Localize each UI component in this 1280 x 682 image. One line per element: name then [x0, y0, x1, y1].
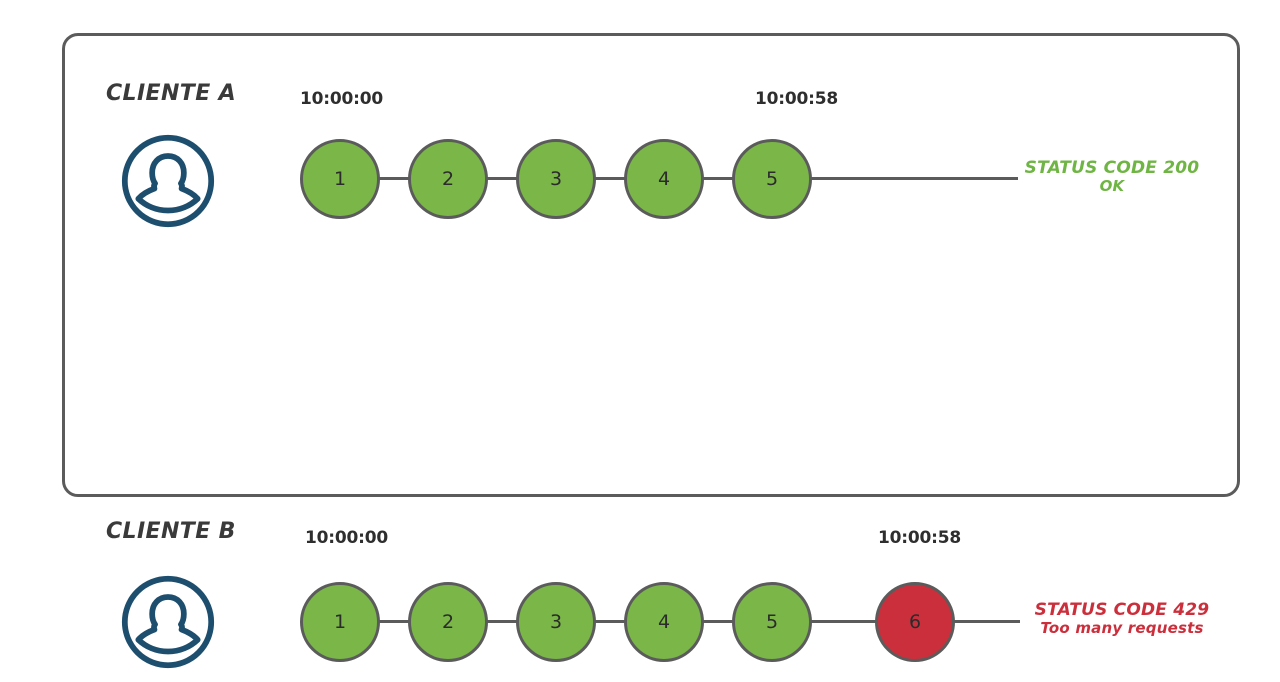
connector-b-4-5 [702, 620, 734, 623]
request-chain-a: 1 2 3 4 5 [0, 139, 1280, 239]
connector-a-2-3 [486, 177, 518, 180]
client-label-b: CLIENTE B [106, 519, 236, 544]
user-avatar-icon [120, 133, 216, 229]
status-code-a: STATUS CODE 200 [1024, 158, 1200, 178]
request-node-b-5[interactable]: 5 [732, 582, 812, 662]
connector-b-3-4 [594, 620, 626, 623]
status-badge-b: STATUS CODE 429 Too many requests [1022, 600, 1222, 638]
diagram-panel [62, 33, 1240, 497]
request-node-label: 4 [657, 168, 671, 190]
request-node-a-3[interactable]: 3 [516, 139, 596, 219]
timestamp-end-b: 10:00:58 [878, 528, 961, 548]
request-node-label: 5 [765, 168, 779, 190]
request-node-label: 2 [441, 611, 455, 633]
connector-b-2-3 [486, 620, 518, 623]
connector-a-3-4 [594, 177, 626, 180]
timestamp-start-a: 10:00:00 [300, 89, 383, 109]
request-node-b-2[interactable]: 2 [408, 582, 488, 662]
request-node-a-2[interactable]: 2 [408, 139, 488, 219]
connector-b-6-status [954, 620, 1020, 623]
request-node-label: 4 [657, 611, 671, 633]
connector-a-1-2 [378, 177, 410, 180]
request-node-label: 1 [333, 168, 347, 190]
request-node-a-5[interactable]: 5 [732, 139, 812, 219]
request-node-label: 6 [908, 611, 922, 633]
request-node-a-1[interactable]: 1 [300, 139, 380, 219]
client-label-a: CLIENTE A [106, 81, 237, 106]
status-text-a: OK [1099, 177, 1125, 196]
request-node-a-4[interactable]: 4 [624, 139, 704, 219]
request-node-label: 5 [765, 611, 779, 633]
status-code-b: STATUS CODE 429 [1034, 600, 1210, 620]
diagram-canvas: CLIENTE A 10:00:00 10:00:58 1 2 3 4 5 ST… [0, 33, 1280, 669]
request-node-b-1[interactable]: 1 [300, 582, 380, 662]
request-node-label: 3 [549, 611, 563, 633]
status-badge-a: STATUS CODE 200 OK [1022, 158, 1202, 196]
connector-b-1-2 [378, 620, 410, 623]
status-text-b: Too many requests [1040, 619, 1204, 638]
request-node-b-4[interactable]: 4 [624, 582, 704, 662]
request-node-b-3[interactable]: 3 [516, 582, 596, 662]
request-node-label: 2 [441, 168, 455, 190]
request-node-label: 3 [549, 168, 563, 190]
timestamp-start-b: 10:00:00 [305, 528, 388, 548]
connector-b-5-6 [810, 620, 876, 623]
connector-a-4-5 [702, 177, 734, 180]
request-node-b-6[interactable]: 6 [875, 582, 955, 662]
timestamp-end-a: 10:00:58 [755, 89, 838, 109]
request-node-label: 1 [333, 611, 347, 633]
connector-a-5-status [810, 177, 1018, 180]
